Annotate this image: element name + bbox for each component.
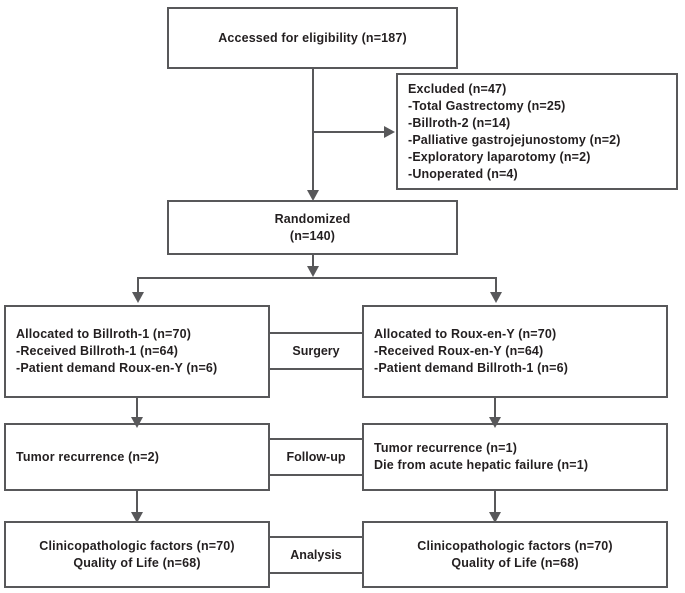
node-analysis-billroth-1: Clinicopathologic factors (n=70) Quality… [4,521,270,588]
node-line: -Received Billroth-1 (n=64) [16,344,179,358]
node-line: -Exploratory laparotomy (n=2) [408,149,591,164]
node-line: -Patient demand Billroth-1 (n=6) [374,361,569,375]
connector-followup-right-to-analysis-right [494,491,496,515]
node-allocated-roux-en-y: Allocated to Roux-en-Y (n=70) -Received … [362,305,668,398]
node-line: Allocated to Roux-en-Y (n=70) [374,327,557,341]
arrow-followup-right-to-analysis-right [489,512,501,523]
node-line: -Total Gastrectomy (n=25) [408,98,566,113]
arrow-allocated-left-to-followup-left [131,417,143,428]
node-line: Accessed for eligibility (n=187) [218,30,407,45]
node-analysis-roux-en-y: Clinicopathologic factors (n=70) Quality… [362,521,668,588]
stage-label-surgery: Surgery [268,332,364,370]
node-assessed-for-eligibility: Accessed for eligibility (n=187) [167,7,458,69]
node-excluded: Excluded (n=47) -Total Gastrectomy (n=25… [396,73,678,190]
arrow-to-allocated-left [132,292,144,303]
node-line: Excluded (n=47) [408,81,507,96]
node-followup-billroth-1: Tumor recurrence (n=2) [4,423,270,491]
node-line: Quality of Life (n=68) [451,555,579,570]
node-line: Tumor recurrence (n=1) [374,441,518,455]
stage-label-text: Surgery [292,344,340,358]
stage-label-followup: Follow-up [268,438,364,476]
node-line: Randomized [274,211,351,226]
connector-allocated-right-to-followup-right [494,398,496,420]
stage-label-text: Analysis [290,548,342,562]
node-line: (n=140) [289,228,336,243]
stage-label-text: Follow-up [286,450,346,464]
connector-randomized-stem [312,255,314,269]
node-followup-roux-en-y: Tumor recurrence (n=1) Die from acute he… [362,423,668,491]
connector-allocated-left-to-followup-left [136,398,138,420]
node-line: Tumor recurrence (n=2) [16,449,160,464]
connector-to-excluded [312,131,385,133]
split-bar-allocation [137,277,497,279]
node-line: -Patient demand Roux-en-Y (n=6) [16,361,218,375]
connector-split-left [137,277,139,295]
node-line: -Palliative gastrojejunostomy (n=2) [408,132,621,147]
node-line: -Billroth-2 (n=14) [408,115,511,130]
connector-split-right [495,277,497,295]
arrow-to-excluded [384,126,395,138]
node-allocated-billroth-1: Allocated to Billroth-1 (n=70) -Received… [4,305,270,398]
node-line: Quality of Life (n=68) [73,555,201,570]
node-randomized: Randomized (n=140) [167,200,458,255]
node-line: Clinicopathologic factors (n=70) [39,538,235,553]
connector-followup-left-to-analysis-left [136,491,138,515]
node-line: -Received Roux-en-Y (n=64) [374,344,544,358]
arrow-assessed-to-randomized [307,190,319,201]
node-line: Clinicopathologic factors (n=70) [417,538,613,553]
node-line: -Unoperated (n=4) [408,166,518,181]
arrow-to-allocated-right [490,292,502,303]
arrow-randomized-stem [307,266,319,277]
node-line: Allocated to Billroth-1 (n=70) [16,327,192,341]
stage-label-analysis: Analysis [268,536,364,574]
arrow-allocated-right-to-followup-right [489,417,501,428]
arrow-followup-left-to-analysis-left [131,512,143,523]
node-line: Die from acute hepatic failure (n=1) [374,458,589,472]
